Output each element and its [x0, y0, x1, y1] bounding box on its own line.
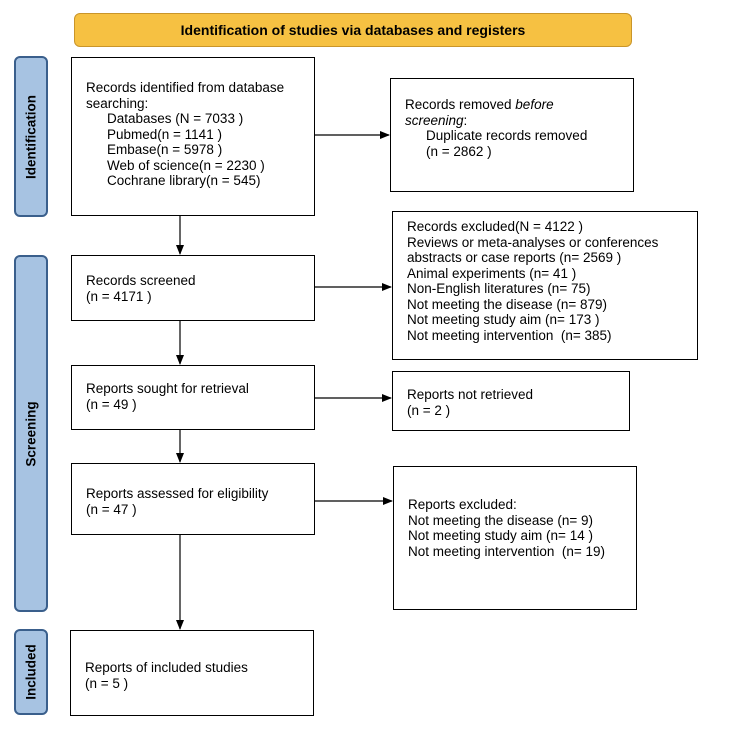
- reports-excluded-line: Reports excluded:: [408, 497, 517, 512]
- cochrane-count: Cochrane library(n = 545): [107, 173, 261, 188]
- records-screened-label: Records screened: [86, 273, 196, 288]
- reports-assessed-label: Reports assessed for eligibility: [86, 486, 269, 501]
- included-studies-count: (n = 5 ): [85, 675, 129, 691]
- reports-assessed-count: (n = 47 ): [86, 501, 137, 517]
- records-removed-screening: screening: [405, 112, 464, 128]
- records-excluded-line: Not meeting the disease (n= 879): [407, 296, 607, 312]
- records-removed-emphasis: before: [515, 97, 554, 112]
- records-identified-line: Records identified from database: [86, 80, 285, 95]
- web-of-science-count: Web of science(n = 2230 ): [107, 157, 265, 173]
- pubmed-count: Pubmed(n = 1141 ): [107, 126, 222, 142]
- databases-count: Databases (N = 7033 ): [107, 111, 244, 126]
- records-excluded-line: Reviews or meta-analyses or conferences: [407, 234, 659, 250]
- reports-sought-label: Reports sought for retrieval: [86, 381, 249, 396]
- reports-excluded-box: Reports excluded: Not meeting the diseas…: [393, 466, 637, 610]
- records-removed-title: Records removed before: [405, 97, 619, 113]
- records-removed-prefix: Records removed: [405, 97, 516, 112]
- included-studies-label: Reports of included studies: [85, 660, 248, 675]
- records-removed-box: Records removed before screening: Duplic…: [390, 78, 634, 192]
- records-screened-box: Records screened (n = 4171 ): [71, 255, 315, 321]
- phase-label-included: Included: [14, 629, 48, 715]
- records-identified-box: Records identified from database searchi…: [71, 57, 315, 216]
- records-removed-colon: :: [463, 112, 468, 128]
- records-removed-title-2: screening:: [405, 113, 619, 129]
- records-screened-count: (n = 4171 ): [86, 288, 152, 304]
- records-excluded-box: Records excluded(N = 4122 ) Reviews or m…: [392, 211, 698, 360]
- phase-label-screening: Screening: [14, 255, 48, 612]
- embase-count: Embase(n = 5978 ): [107, 142, 223, 157]
- records-excluded-line: Not meeting intervention (n= 385): [407, 327, 612, 343]
- records-excluded-line: Non-English literatures (n= 75): [407, 281, 591, 296]
- duplicate-records-label: Duplicate records removed: [426, 128, 588, 143]
- records-identified-line: searching:: [86, 95, 149, 111]
- records-excluded-line: Not meeting study aim (n= 173 ): [407, 312, 600, 327]
- reports-excluded-line: Not meeting the disease (n= 9): [408, 512, 593, 528]
- reports-assessed-box: Reports assessed for eligibility (n = 47…: [71, 463, 315, 535]
- reports-excluded-line: Not meeting study aim (n= 14 ): [408, 528, 593, 543]
- reports-not-retrieved-count: (n = 2 ): [407, 402, 451, 418]
- reports-not-retrieved-label: Reports not retrieved: [407, 387, 534, 402]
- records-excluded-line: Animal experiments (n= 41 ): [407, 265, 577, 281]
- reports-excluded-line: Not meeting intervention (n= 19): [408, 543, 605, 559]
- identification-header: Identification of studies via databases …: [74, 13, 632, 47]
- duplicate-records-count: (n = 2862 ): [426, 143, 492, 159]
- included-studies-box: Reports of included studies (n = 5 ): [70, 630, 314, 716]
- reports-sought-box: Reports sought for retrieval (n = 49 ): [71, 365, 315, 430]
- records-excluded-line: Records excluded(N = 4122 ): [407, 219, 583, 234]
- reports-not-retrieved-box: Reports not retrieved (n = 2 ): [392, 371, 630, 431]
- records-excluded-line: abstracts or case reports (n= 2569 ): [407, 250, 622, 265]
- reports-sought-count: (n = 49 ): [86, 396, 137, 412]
- phase-label-identification: Identification: [14, 56, 48, 217]
